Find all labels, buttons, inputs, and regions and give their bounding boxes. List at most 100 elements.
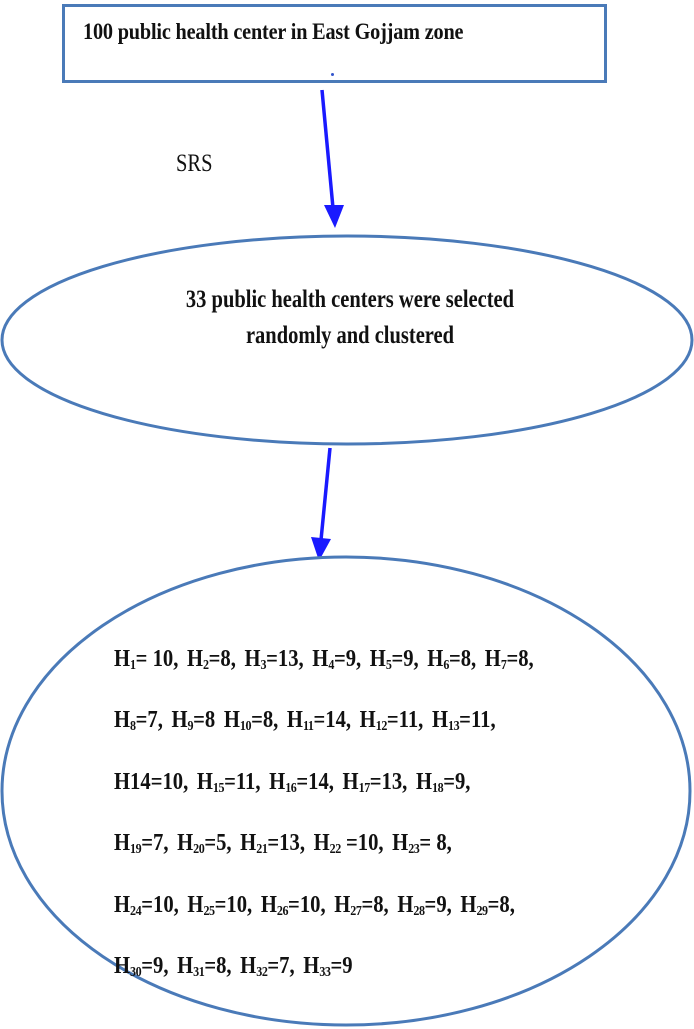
health-center-value: H15=11, bbox=[196, 768, 261, 796]
health-center-value: H5=9, bbox=[369, 646, 419, 673]
health-center-count: =8, bbox=[361, 891, 389, 918]
health-center-name: H bbox=[427, 646, 444, 672]
health-center-value: H1= 10, bbox=[114, 646, 179, 673]
health-center-name: H bbox=[171, 707, 188, 734]
health-center-name: H bbox=[114, 953, 131, 980]
health-center-index: 11 bbox=[302, 719, 314, 735]
health-center-value: H6=8, bbox=[427, 646, 476, 673]
arrow-2-shaft bbox=[319, 447, 332, 541]
health-center-count: =10, bbox=[288, 891, 326, 918]
health-center-name: H bbox=[460, 891, 477, 918]
health-center-count: =8, bbox=[204, 953, 232, 980]
health-center-value: H24=10, bbox=[114, 891, 179, 919]
health-center-name: H bbox=[313, 830, 330, 857]
health-center-count: =13, bbox=[267, 830, 305, 857]
health-center-name: H bbox=[312, 646, 329, 672]
health-center-name: H14 bbox=[114, 768, 151, 795]
health-center-index: 26 bbox=[276, 903, 289, 919]
health-center-value: H7=8, bbox=[484, 646, 534, 673]
health-center-value: H31=8, bbox=[177, 953, 232, 981]
arrow-2-head bbox=[311, 537, 331, 561]
health-center-index: 4 bbox=[328, 658, 334, 673]
health-center-count: =10, bbox=[214, 891, 253, 918]
health-center-count: =10, bbox=[150, 768, 189, 795]
health-center-index: 13 bbox=[448, 719, 460, 735]
health-center-index: 5 bbox=[385, 658, 392, 673]
health-center-count: =14, bbox=[313, 707, 352, 734]
health-center-index: 9 bbox=[187, 719, 194, 735]
health-center-name: H bbox=[187, 891, 204, 918]
health-center-count: =5, bbox=[204, 830, 232, 857]
health-center-name: H bbox=[484, 646, 501, 672]
health-center-name: H bbox=[303, 953, 320, 980]
health-center-count: =7, bbox=[135, 707, 163, 734]
health-center-value: H18=9, bbox=[415, 768, 470, 796]
health-center-value: H4=9, bbox=[312, 646, 362, 673]
health-center-index: 24 bbox=[130, 903, 142, 919]
health-center-name: H bbox=[114, 646, 131, 672]
health-center-count: = 10, bbox=[135, 646, 179, 672]
health-center-value: H23= 8, bbox=[392, 830, 452, 857]
health-center-index: 8 bbox=[130, 719, 136, 735]
health-center-count: =9, bbox=[391, 646, 419, 672]
health-center-index: 18 bbox=[432, 780, 444, 796]
health-center-index: 7 bbox=[500, 658, 507, 673]
top-box-text: 100 public health center in East Gojjam … bbox=[83, 19, 464, 44]
health-center-count: =13, bbox=[266, 646, 304, 672]
health-center-value: H10=8, bbox=[223, 707, 278, 735]
health-center-index: 3 bbox=[260, 658, 267, 673]
values-line: H1= 10,H2=8,H3=13,H4=9,H5=9,H6=8,H7=8, bbox=[114, 632, 534, 693]
health-center-name: H bbox=[392, 830, 409, 857]
health-center-index: 31 bbox=[193, 965, 205, 981]
health-center-count: =9, bbox=[333, 646, 362, 672]
health-center-index: 16 bbox=[285, 780, 297, 796]
health-center-name: H bbox=[415, 768, 433, 795]
health-center-index: 1 bbox=[130, 658, 136, 673]
health-center-value: H12=11, bbox=[360, 707, 424, 734]
arrow-1-head bbox=[324, 205, 344, 228]
health-center-index: 10 bbox=[239, 719, 252, 735]
health-center-value: H21=13, bbox=[240, 830, 305, 858]
health-center-value: H9=8 bbox=[171, 707, 215, 735]
health-center-value: H20=5, bbox=[177, 830, 232, 857]
health-center-count: =9, bbox=[424, 891, 452, 918]
health-center-index: 32 bbox=[256, 965, 268, 981]
health-center-name: H bbox=[196, 768, 213, 795]
health-center-name: H bbox=[177, 830, 194, 857]
health-center-name: H bbox=[186, 646, 204, 672]
values-line: H19=7,H20=5,H21=13,H22 =10,H23= 8, bbox=[114, 816, 518, 877]
health-center-name: H bbox=[223, 707, 240, 734]
health-center-index: 21 bbox=[256, 842, 268, 858]
health-center-index: 25 bbox=[203, 903, 215, 919]
ellipse-cluster-values bbox=[0, 555, 692, 1027]
health-center-name: H bbox=[114, 891, 131, 918]
health-center-name: H bbox=[244, 646, 261, 672]
top-box: 100 public health center in East Gojjam … bbox=[62, 4, 607, 83]
health-center-index: 17 bbox=[358, 780, 371, 796]
health-center-name: H bbox=[369, 646, 386, 672]
health-center-count: =8, bbox=[506, 646, 534, 672]
stray-dot bbox=[331, 73, 334, 76]
health-center-count: =11, bbox=[459, 707, 496, 734]
health-center-name: H bbox=[397, 891, 414, 918]
health-center-value: H2=8, bbox=[186, 646, 236, 673]
ellipse-selected-centers bbox=[0, 234, 694, 446]
health-center-count: =7, bbox=[267, 953, 295, 980]
health-center-index: 28 bbox=[413, 903, 425, 919]
health-center-count: =14, bbox=[296, 768, 334, 795]
health-center-value: H17=13, bbox=[343, 769, 408, 796]
health-center-index: 2 bbox=[203, 658, 209, 673]
health-center-value: H16=14, bbox=[269, 768, 334, 796]
health-center-value: H27=8, bbox=[334, 891, 389, 919]
health-center-count: =10, bbox=[340, 830, 384, 857]
health-center-name: H bbox=[240, 953, 257, 980]
health-center-index: 19 bbox=[130, 842, 142, 858]
ellipse-1-text: 33 public health centers were selected r… bbox=[161, 282, 538, 354]
health-center-value: H13=11, bbox=[432, 707, 496, 735]
values-line: H14=10,H15=11,H16=14,H17=13,H18=9, bbox=[114, 755, 518, 816]
ellipse-1-line1: 33 public health centers were selected bbox=[185, 286, 515, 313]
arrow-1-shaft bbox=[320, 89, 335, 209]
health-center-count: =10, bbox=[141, 891, 179, 918]
